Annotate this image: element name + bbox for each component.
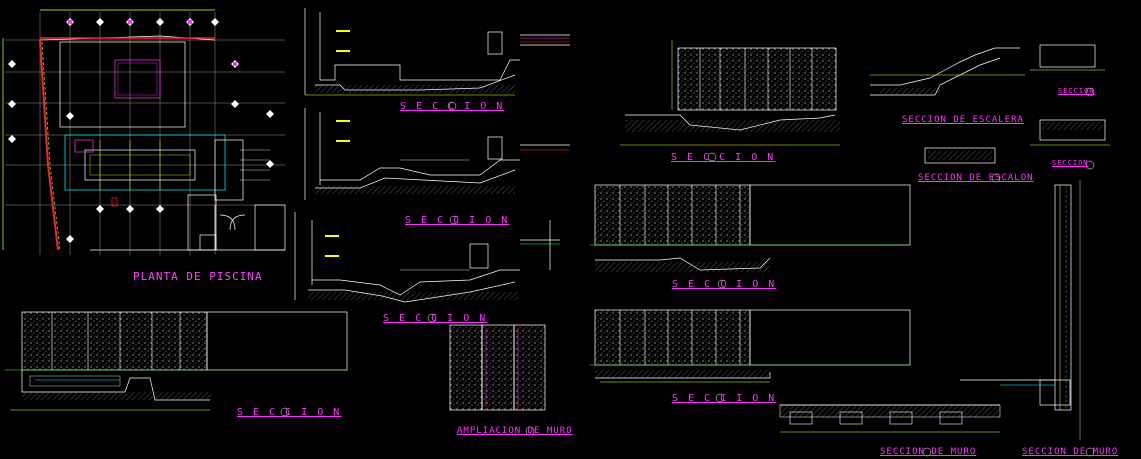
small-section-label-1: SECCION bbox=[1058, 87, 1095, 95]
section-label-1: S E C C I O N bbox=[400, 101, 505, 112]
plan-title: PLANTA DE PISCINA bbox=[133, 270, 263, 283]
section-label-3: S E C C I O N bbox=[383, 313, 488, 324]
section-label-4: S E C C I O N bbox=[237, 407, 342, 418]
small-section-label-2: SECCION bbox=[1052, 159, 1089, 167]
wall-detail-enlargement bbox=[449, 324, 546, 411]
section-drawings-right bbox=[590, 40, 1110, 440]
wall-section-label-2: SECCION DE MURO bbox=[1022, 447, 1119, 457]
section-label-7: S E C C I O N bbox=[672, 393, 777, 404]
section-markers bbox=[280, 87, 1095, 457]
wall-enlargement-label: AMPLIACION DE MURO bbox=[457, 426, 573, 436]
step-section-label: SECCION DE ESCALON bbox=[918, 173, 1034, 183]
section-label-6: S E C C I O N bbox=[672, 279, 777, 290]
stair-section-label: SECCION DE ESCALERA bbox=[902, 115, 1024, 125]
section-label-5: S E C C I O N bbox=[671, 152, 776, 163]
wall-section-label-1: SECCION DE MURO bbox=[880, 447, 977, 457]
section-drawings-middle bbox=[294, 8, 570, 303]
section-wall-bottom-left bbox=[5, 311, 348, 411]
pool-plan bbox=[2, 9, 286, 255]
section-label-2: S E C C I O N bbox=[405, 215, 510, 226]
